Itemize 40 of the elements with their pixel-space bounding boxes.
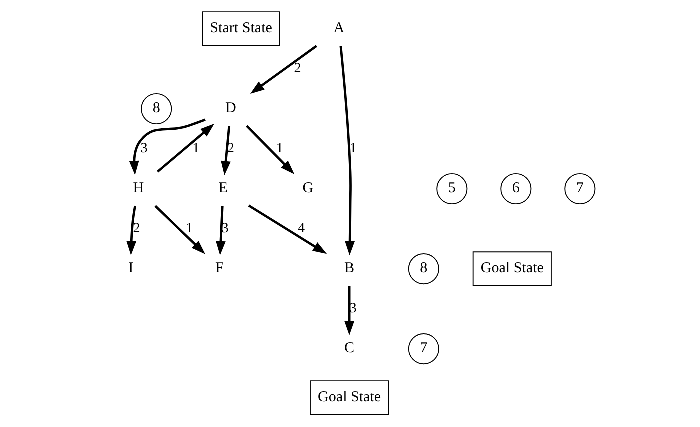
edge-label: 1 [276, 140, 283, 156]
arrow [250, 45, 317, 94]
edge-label: 2 [226, 140, 234, 156]
node-text: I [128, 260, 134, 277]
arrow [344, 286, 354, 336]
arrow [154, 205, 205, 254]
node-box: Start State [202, 12, 280, 46]
edge-label: 4 [298, 220, 305, 236]
node-text: A [333, 20, 344, 37]
arrow [216, 206, 226, 256]
node-text: G [302, 180, 314, 197]
node-box: Goal State [310, 380, 389, 416]
node-circle: 8 [140, 93, 172, 125]
arrow [220, 126, 230, 176]
arrow [156, 124, 214, 173]
node-circle: 5 [436, 174, 468, 205]
arrow [126, 206, 136, 256]
edge-label: 1 [192, 140, 200, 156]
arrow [128, 118, 206, 176]
node-circle: 7 [564, 174, 596, 205]
edge-label: 1 [349, 140, 356, 156]
node-circle: 7 [408, 334, 439, 365]
edge-label: 1 [186, 220, 193, 236]
node-text: E [218, 180, 228, 197]
arrow [248, 204, 327, 254]
node-text: F [214, 260, 224, 277]
edge-label: 3 [221, 220, 228, 236]
node-text: B [344, 260, 354, 277]
node-circle: 8 [408, 254, 439, 285]
arrow [339, 46, 354, 256]
edge-label: 3 [140, 140, 148, 156]
node-circle: 6 [500, 174, 532, 205]
node-text: C [344, 340, 354, 357]
edge-label: 2 [132, 220, 140, 236]
edge-label: 2 [294, 60, 301, 76]
node-box: Goal State [472, 252, 552, 286]
edge-label: 3 [349, 300, 356, 316]
node-text: D [225, 100, 236, 117]
arrow [246, 125, 294, 174]
node-text: H [132, 180, 144, 197]
